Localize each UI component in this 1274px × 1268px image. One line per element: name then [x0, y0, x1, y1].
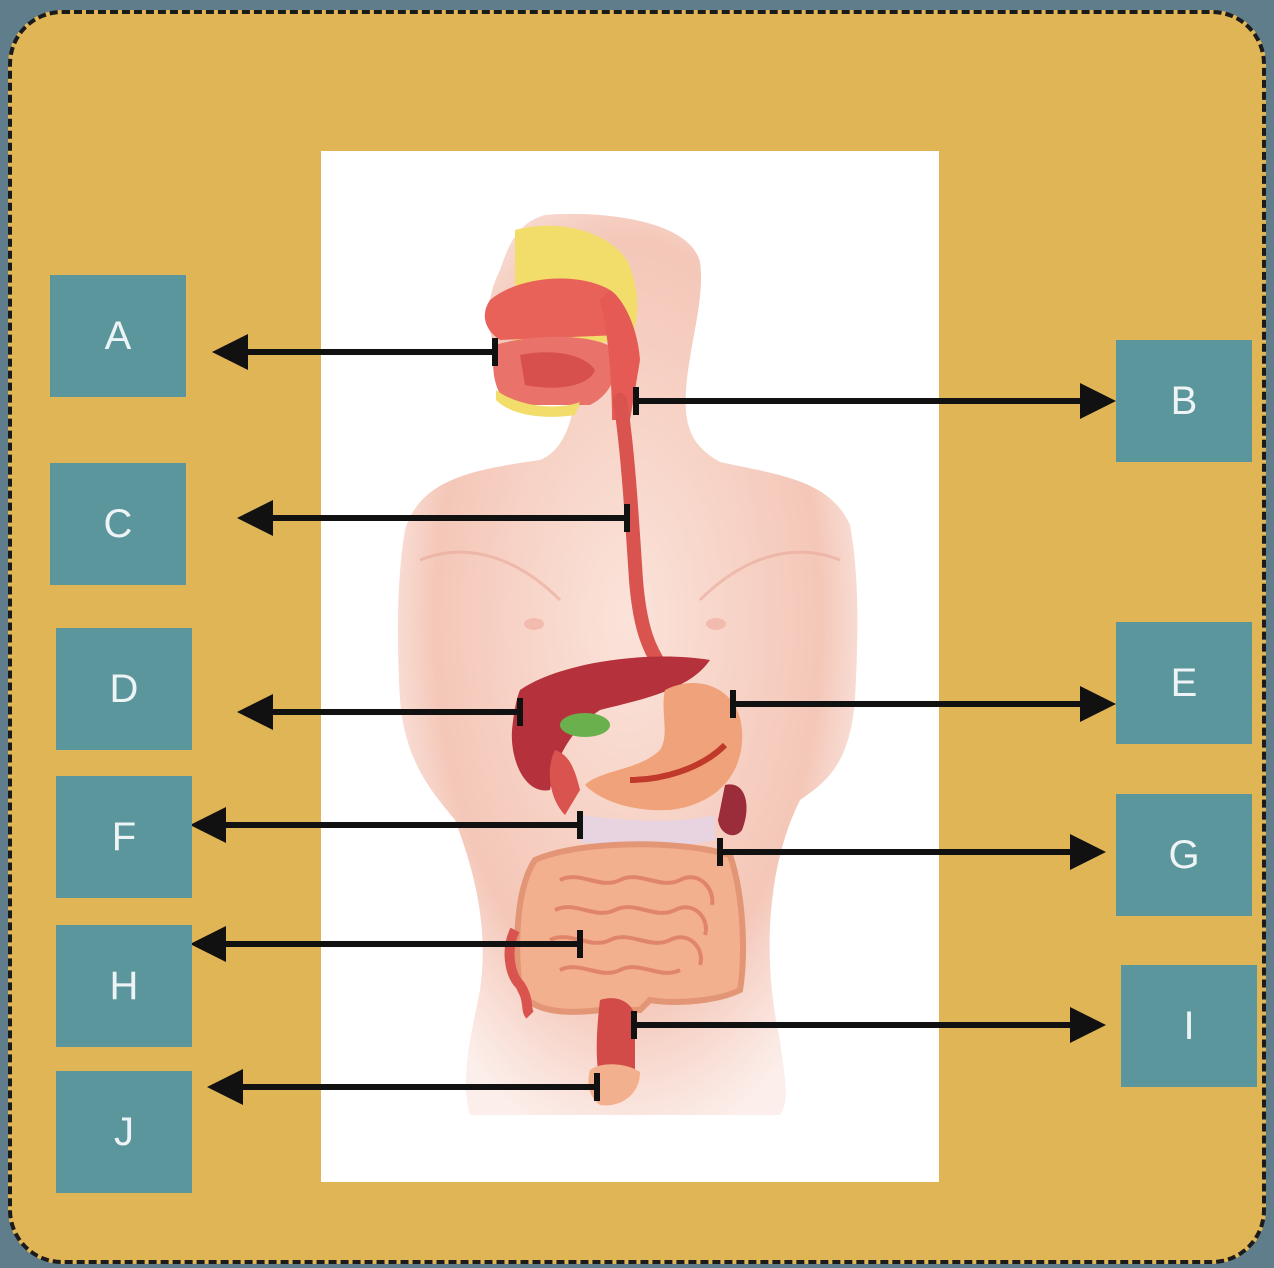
label-box-j[interactable]: J [56, 1071, 192, 1193]
label-box-f[interactable]: F [56, 776, 192, 898]
gallbladder [560, 713, 610, 737]
label-a-text: A [105, 314, 132, 359]
label-box-i[interactable]: I [1121, 965, 1257, 1087]
label-j-text: J [114, 1110, 134, 1155]
label-e-text: E [1171, 661, 1198, 706]
label-box-a[interactable]: A [50, 275, 186, 397]
label-d-text: D [110, 667, 139, 712]
label-box-h[interactable]: H [56, 925, 192, 1047]
large-intestine [517, 844, 743, 1011]
label-g-text: G [1168, 833, 1199, 878]
label-box-d[interactable]: D [56, 628, 192, 750]
label-box-g[interactable]: G [1116, 794, 1252, 916]
label-c-text: C [104, 502, 133, 547]
label-box-e[interactable]: E [1116, 622, 1252, 744]
label-box-c[interactable]: C [50, 463, 186, 585]
label-box-b[interactable]: B [1116, 340, 1252, 462]
label-f-text: F [112, 815, 136, 860]
label-b-text: B [1171, 379, 1198, 424]
label-i-text: I [1183, 1004, 1194, 1049]
label-h-text: H [110, 964, 139, 1009]
